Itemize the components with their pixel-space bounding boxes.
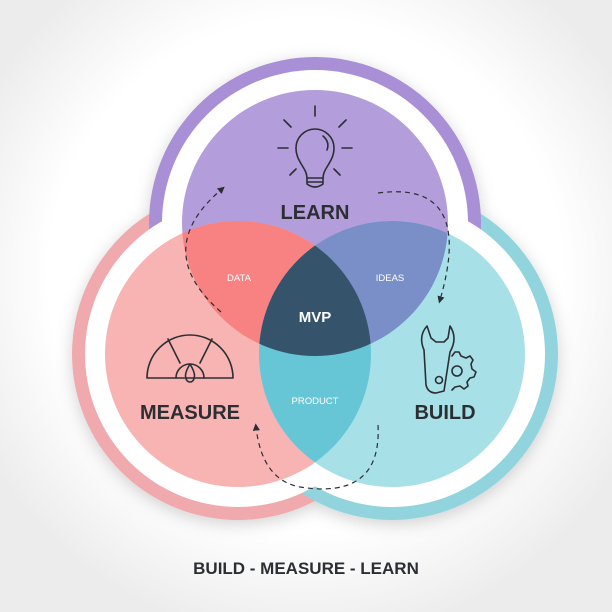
learn-label: LEARN — [281, 202, 350, 224]
build-label: BUILD — [414, 402, 475, 424]
measure-label: MEASURE — [140, 402, 240, 424]
mvp-label: MVP — [299, 309, 332, 326]
diagram-title: BUILD - MEASURE - LEARN — [193, 559, 419, 578]
data-label: DATA — [227, 273, 252, 284]
dashed-arrow-build-to-measure — [252, 423, 379, 490]
ideas-label: IDEAS — [376, 273, 405, 284]
dashed-arrow-learn-to-build — [377, 191, 450, 304]
dashed-arrow-measure-to-learn — [185, 186, 225, 313]
product-label: PRODUCT — [292, 396, 339, 407]
gauge-icon — [146, 334, 234, 383]
lightbulb-icon — [277, 105, 353, 188]
wrench-gear-icon — [420, 325, 477, 394]
mvp-overlap — [259, 221, 371, 356]
